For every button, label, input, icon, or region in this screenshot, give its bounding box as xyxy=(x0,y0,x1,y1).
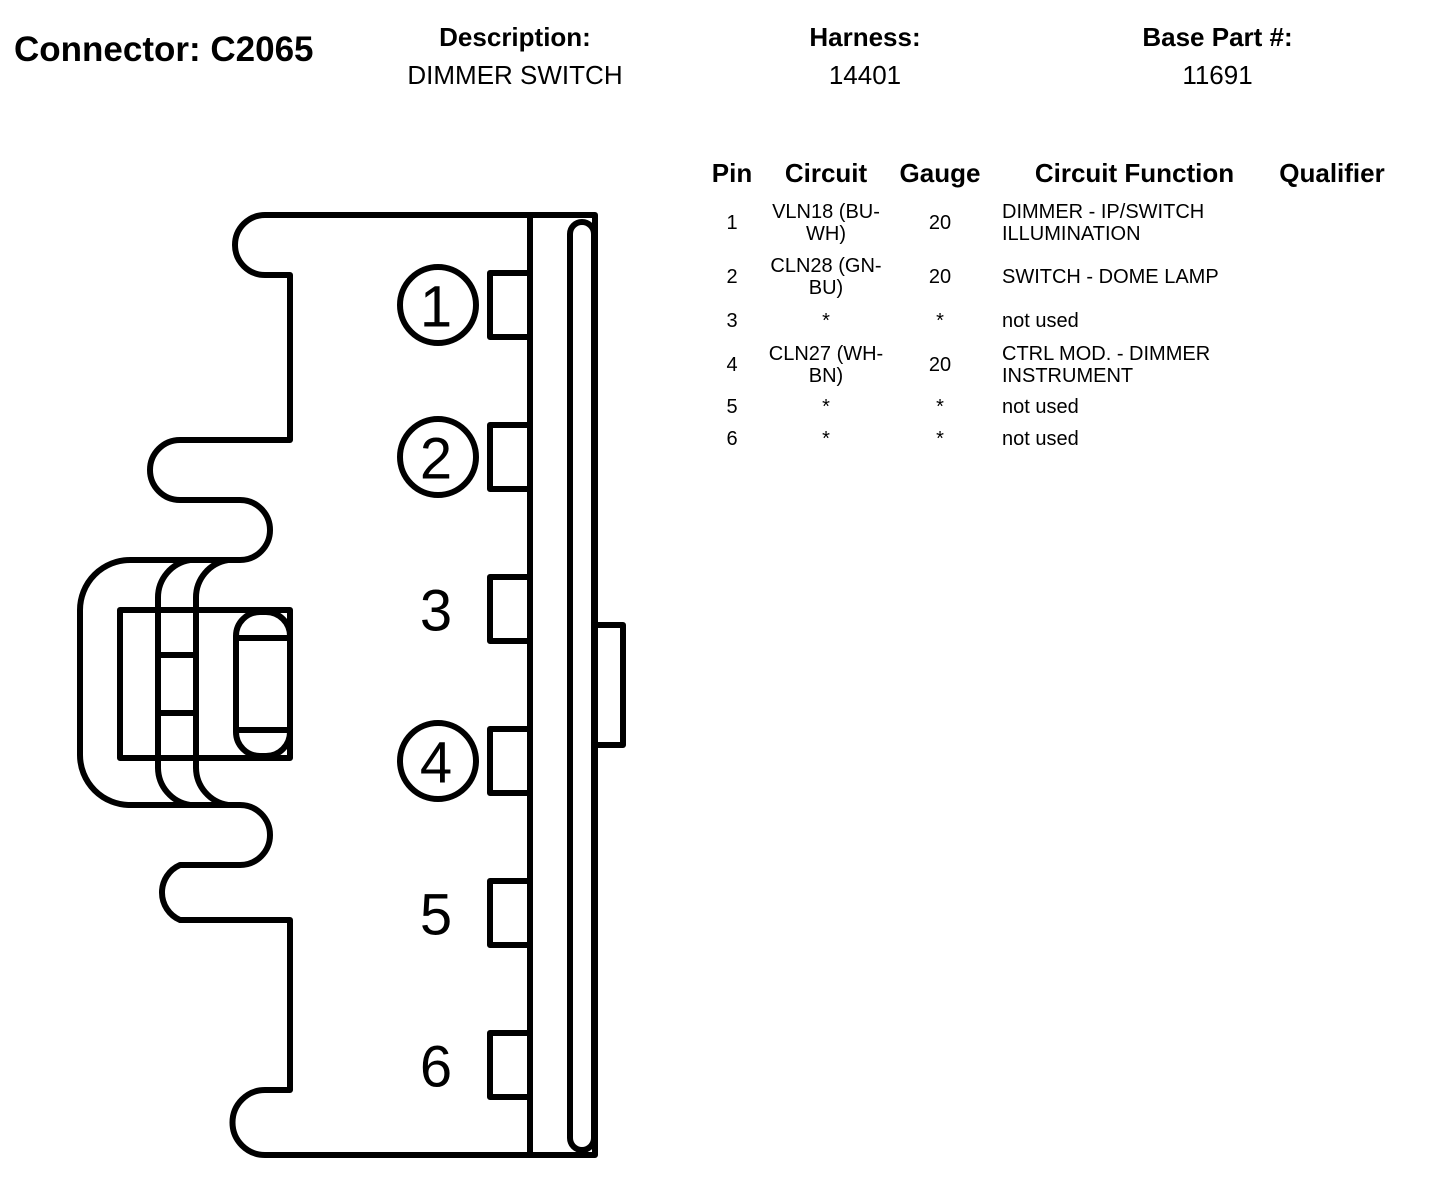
pin-circle xyxy=(397,416,479,498)
cell-function: not used xyxy=(1002,428,1079,450)
pin-cavity-notch xyxy=(487,726,530,796)
cell-function: not used xyxy=(1002,310,1079,332)
col-qualifier-header: Qualifier xyxy=(1279,158,1385,188)
pin-number-label: 1 xyxy=(420,275,452,340)
pin-number-label: 6 xyxy=(420,1035,452,1100)
cell-function: SWITCH - DOME LAMP xyxy=(1002,266,1219,288)
pin-number-label: 3 xyxy=(420,579,452,644)
connector-housing-outline xyxy=(77,212,598,1158)
latch-arc-1 xyxy=(154,557,193,808)
cell-qualifier xyxy=(1277,195,1387,251)
col-gauge-header: Gauge xyxy=(899,158,981,188)
description-label: Description: xyxy=(439,22,591,52)
pin-cavity-notch xyxy=(487,1030,530,1100)
table-row: 6 * * not used xyxy=(700,423,1387,455)
pin-table: Pin Circuit Gauge Circuit Function Quali… xyxy=(700,155,1387,455)
cell-gauge: * xyxy=(936,310,944,332)
cell-qualifier xyxy=(1277,251,1387,303)
cell-qualifier xyxy=(1277,339,1387,391)
base-part-value: 11691 xyxy=(1182,60,1253,90)
table-header-row: Pin Circuit Gauge Circuit Function Quali… xyxy=(700,155,1387,195)
description-group: Description: DIMMER SWITCH xyxy=(385,22,645,90)
cell-circuit: * xyxy=(822,310,830,332)
cell-function: DIMMER - IP/SWITCH ILLUMINATION xyxy=(1002,201,1205,245)
pin-circle xyxy=(397,264,479,346)
latch-arc-2 xyxy=(192,557,231,808)
connector-title: Connector: C2065 xyxy=(14,30,314,69)
base-part-group: Base Part #: 11691 xyxy=(1115,22,1320,90)
cell-circuit: * xyxy=(822,396,830,418)
table-row: 1 VLN18 (BU-WH) 20 DIMMER - IP/SWITCH IL… xyxy=(700,195,1387,251)
pin-cavity-notch xyxy=(487,270,530,340)
pin-cavity-notch xyxy=(487,878,530,948)
pin-number-label: 5 xyxy=(420,883,452,948)
base-part-label: Base Part #: xyxy=(1142,22,1293,52)
cell-gauge: 20 xyxy=(928,212,952,234)
cell-gauge: * xyxy=(936,428,944,450)
pin-circle xyxy=(397,720,479,802)
table-row: 5 * * not used xyxy=(700,391,1387,423)
pin-number-label: 4 xyxy=(420,731,452,796)
latch-pill xyxy=(233,609,293,759)
harness-group: Harness: 14401 xyxy=(765,22,965,90)
cell-qualifier xyxy=(1277,423,1387,455)
cell-circuit: CLN27 (WH-BN) xyxy=(768,343,884,387)
cell-pin: 4 xyxy=(726,354,738,376)
cell-gauge: * xyxy=(936,396,944,418)
col-function-header: Circuit Function xyxy=(1034,158,1235,188)
latch-box xyxy=(117,607,293,761)
col-pin-header: Pin xyxy=(711,158,753,188)
connector-diagram: 1 2 3 4 5 6 xyxy=(77,212,626,1158)
cell-circuit: VLN18 (BU-WH) xyxy=(772,201,880,245)
table-row: 3 * * not used xyxy=(700,303,1387,339)
cell-gauge: 20 xyxy=(928,354,952,376)
harness-value: 14401 xyxy=(828,60,902,90)
cell-gauge: 20 xyxy=(928,266,952,288)
cell-pin: 3 xyxy=(726,310,738,332)
side-tab xyxy=(595,622,626,748)
pin-cavity-notch xyxy=(487,422,530,492)
pin-cavity-notch xyxy=(487,574,530,644)
cell-qualifier xyxy=(1277,303,1387,339)
cell-pin: 5 xyxy=(726,396,738,418)
cell-pin: 1 xyxy=(726,212,738,234)
col-circuit-header: Circuit xyxy=(784,158,868,188)
harness-label: Harness: xyxy=(809,22,921,52)
cell-circuit: * xyxy=(822,428,830,450)
description-value: DIMMER SWITCH xyxy=(407,60,623,90)
pin-number-label: 2 xyxy=(420,427,452,492)
cell-function: CTRL MOD. - DIMMER INSTRUMENT xyxy=(1002,343,1211,387)
cell-pin: 6 xyxy=(726,428,738,450)
cell-circuit: CLN28 (GN-BU) xyxy=(770,255,882,299)
cell-pin: 2 xyxy=(726,266,738,288)
table-row: 2 CLN28 (GN-BU) 20 SWITCH - DOME LAMP xyxy=(700,251,1387,303)
table-row: 4 CLN27 (WH-BN) 20 CTRL MOD. - DIMMER IN… xyxy=(700,339,1387,391)
cell-function: not used xyxy=(1002,396,1079,418)
right-rail xyxy=(567,219,597,1153)
cell-qualifier xyxy=(1277,391,1387,423)
